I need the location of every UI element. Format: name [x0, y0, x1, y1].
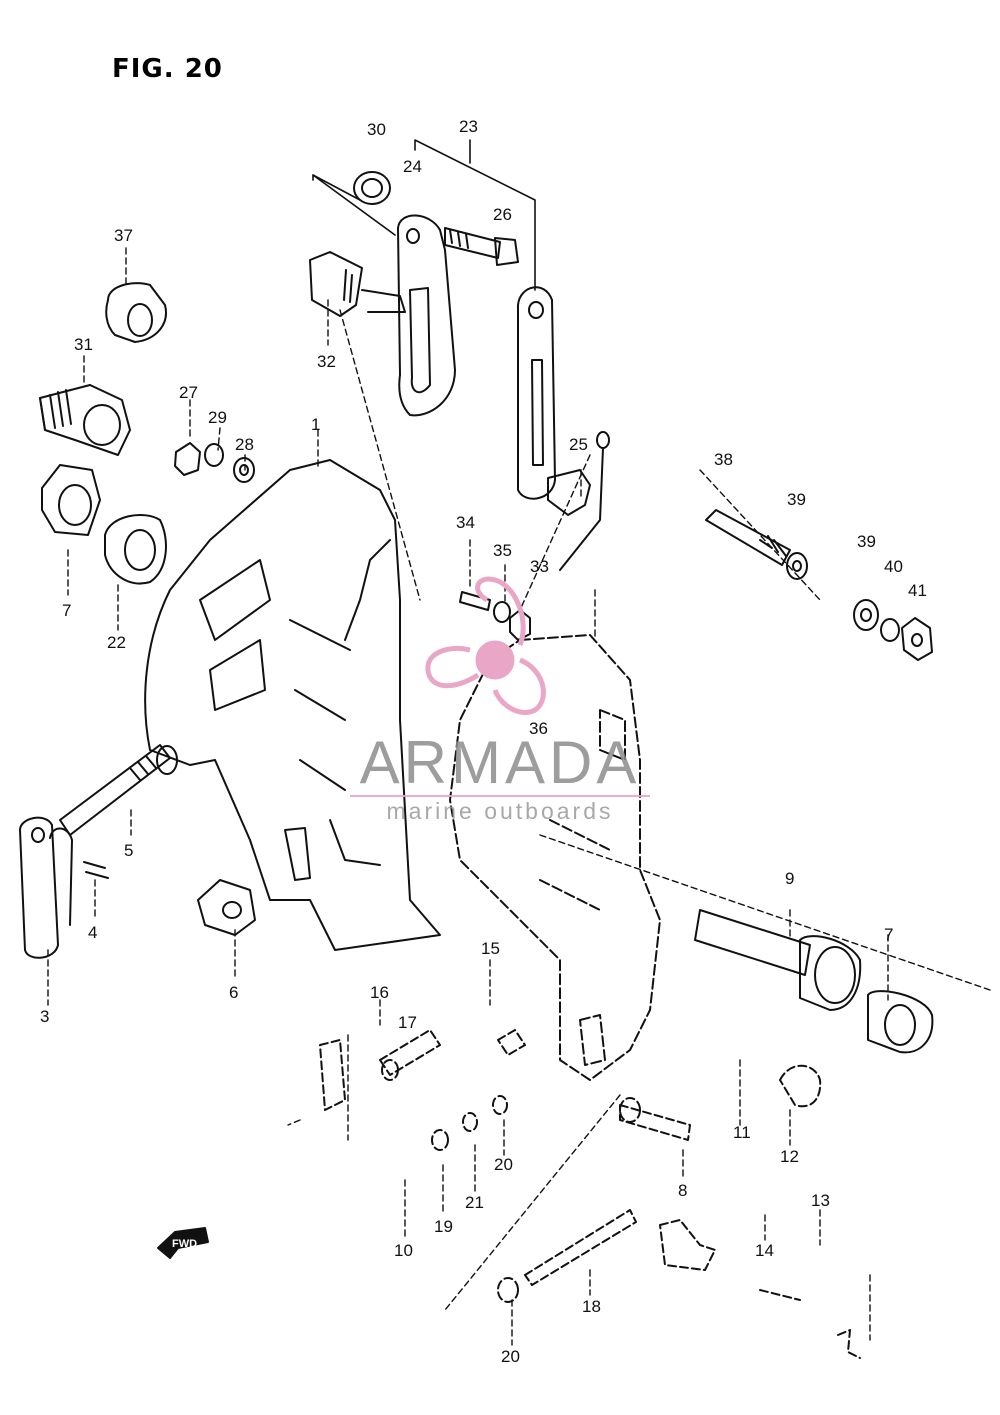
callout-14: 14 [755, 1241, 774, 1260]
callout-30: 30 [367, 120, 386, 139]
callout-9: 9 [785, 869, 794, 888]
watermark-brand: ARMADA [359, 729, 641, 796]
callout-13: 13 [811, 1191, 830, 1210]
callout-11: 11 [733, 1123, 751, 1142]
part-35-washer [493, 601, 511, 623]
callout-35: 35 [493, 541, 512, 560]
part-23-link [517, 286, 556, 500]
forward-arrow-icon [157, 1227, 209, 1259]
callout-5: 5 [124, 841, 133, 860]
callout-10: 10 [394, 1241, 413, 1260]
callout-22: 22 [107, 633, 126, 652]
lower-parts [319, 1029, 861, 1359]
callout-31: 31 [74, 335, 93, 354]
callout-3: 3 [40, 1007, 49, 1026]
callout-39-upper: 39 [787, 490, 806, 509]
part-40-lockwasher [880, 618, 900, 642]
callout-36: 36 [529, 719, 548, 738]
callout-33: 33 [530, 557, 549, 576]
callout-8: 8 [678, 1181, 687, 1200]
part-24-plate [397, 214, 456, 417]
watermark-divider [350, 795, 650, 797]
callout-21: 21 [465, 1193, 484, 1212]
part-27-nut [174, 442, 201, 476]
callout-12: 12 [780, 1147, 799, 1166]
part-25-ground-wire [547, 431, 610, 571]
callout-7-left: 7 [62, 601, 71, 620]
part-32-knob [309, 251, 406, 317]
callout-38: 38 [714, 450, 733, 469]
leader-lines [47, 247, 991, 1346]
part-29-lockwasher [204, 443, 224, 467]
callout-34: 34 [456, 513, 475, 532]
callout-29: 29 [208, 408, 227, 427]
callout-18: 18 [582, 1297, 601, 1316]
part-31-threaded-bushing [39, 384, 131, 456]
callout-7-right: 7 [884, 925, 893, 944]
part-37-collar [105, 282, 167, 343]
part-7-nut [41, 464, 101, 536]
callout-23: 23 [459, 117, 478, 136]
callout-24: 24 [403, 157, 422, 176]
propeller-icon [425, 576, 546, 715]
part-5-stud [59, 744, 171, 836]
callout-40: 40 [884, 557, 903, 576]
part-26-bolt [444, 227, 519, 266]
callout-41: 41 [908, 581, 927, 600]
callout-19: 19 [434, 1217, 453, 1236]
part-3-lever [19, 816, 109, 959]
fwd-label: FWD [172, 1238, 197, 1250]
part-1-clamp-bracket [144, 459, 441, 951]
callout-32: 32 [317, 352, 336, 371]
callout-20-upper: 20 [494, 1155, 513, 1174]
part-6-washer [197, 879, 256, 936]
watermark-tagline: marine outboards [386, 798, 614, 824]
part-30-clip [353, 171, 391, 205]
part-22-ring [104, 514, 167, 585]
callout-6: 6 [229, 983, 238, 1002]
callout-27: 27 [179, 383, 198, 402]
callout-17: 17 [398, 1013, 417, 1032]
part-38-bolt [705, 509, 791, 566]
part-bracket-right [449, 634, 661, 1081]
callout-28: 28 [235, 435, 254, 454]
part-39-washer [786, 552, 879, 631]
part-41-nut [901, 617, 933, 661]
callout-20-lower: 20 [501, 1347, 520, 1366]
callout-1: 1 [311, 415, 320, 434]
part-9-tilt-tube [694, 909, 934, 1054]
part-28-washer [233, 457, 255, 483]
callout-37: 37 [114, 226, 133, 245]
callout-labels: 1 3 4 5 6 7 7 8 9 10 11 12 13 14 15 16 1… [40, 117, 927, 1366]
callout-39-lower: 39 [857, 532, 876, 551]
group-brackets [312, 139, 536, 291]
callout-15: 15 [481, 939, 500, 958]
callout-25: 25 [569, 435, 588, 454]
callout-26: 26 [493, 205, 512, 224]
figure-title: FIG. 20 [112, 54, 223, 84]
callout-4: 4 [88, 923, 97, 942]
callout-16: 16 [370, 983, 389, 1002]
